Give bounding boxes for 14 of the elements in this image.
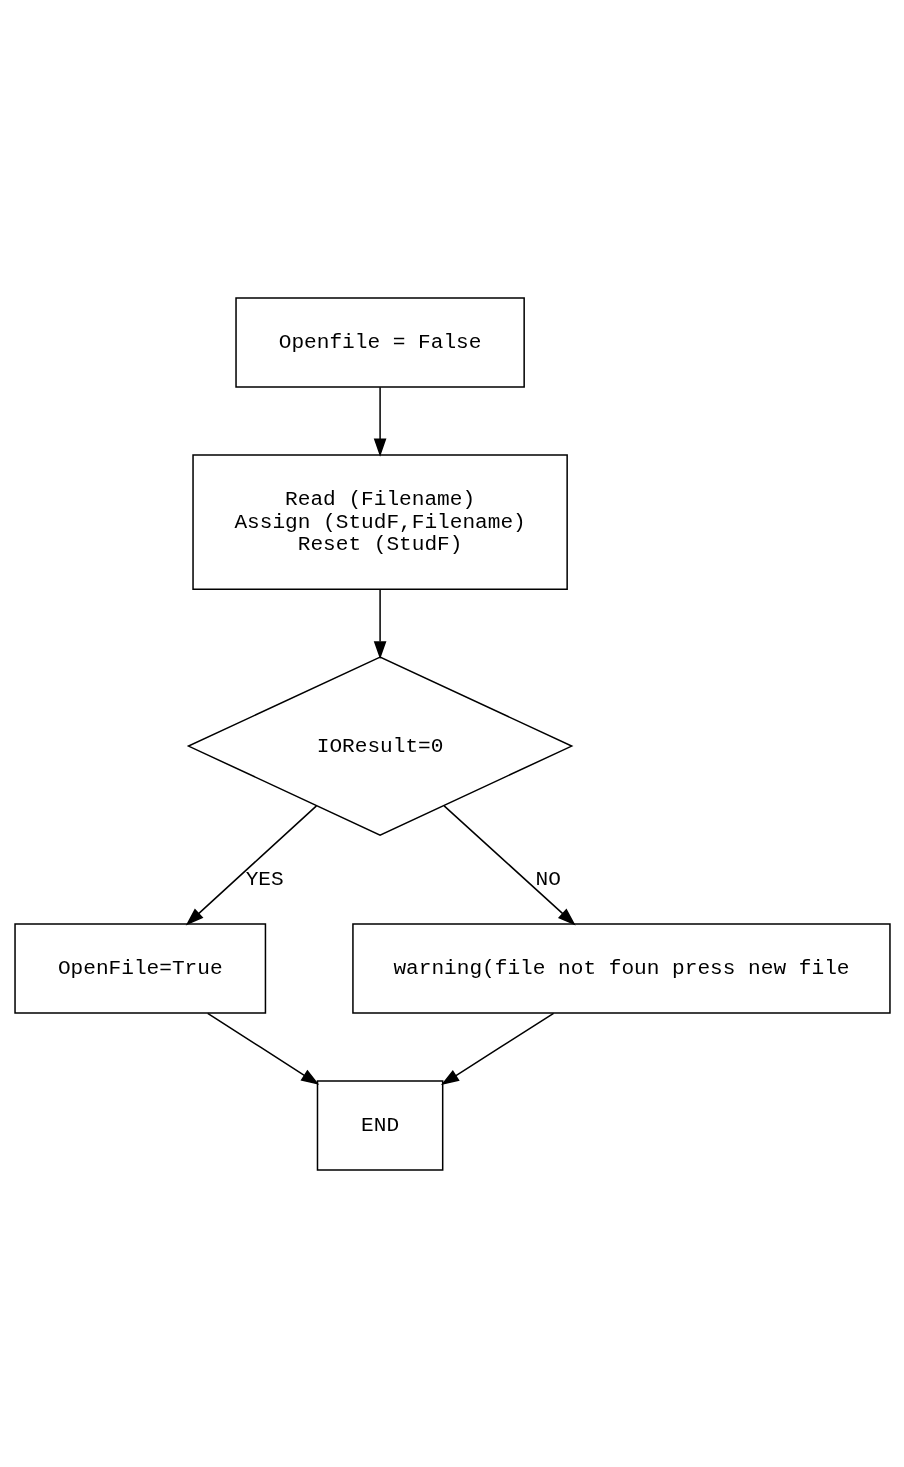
node-box: warning(file not foun press new file (351, 922, 891, 1014)
edge-label: NO (535, 866, 561, 891)
node-diamond: IOResult=0 (186, 655, 573, 836)
edge-label: YES (245, 866, 284, 891)
arrow (373, 385, 386, 457)
node-box: OpenFile=True (13, 922, 266, 1014)
arrow (442, 804, 576, 925)
arrow (373, 588, 386, 659)
arrow (206, 1012, 319, 1085)
node-box: Openfile = False (234, 296, 525, 388)
node-box: END (316, 1079, 443, 1171)
arrow (185, 804, 317, 925)
arrow (440, 1012, 554, 1085)
node-box: Read (Filename) Assign (StudF,Filename) Reset (StudF) (191, 453, 568, 590)
